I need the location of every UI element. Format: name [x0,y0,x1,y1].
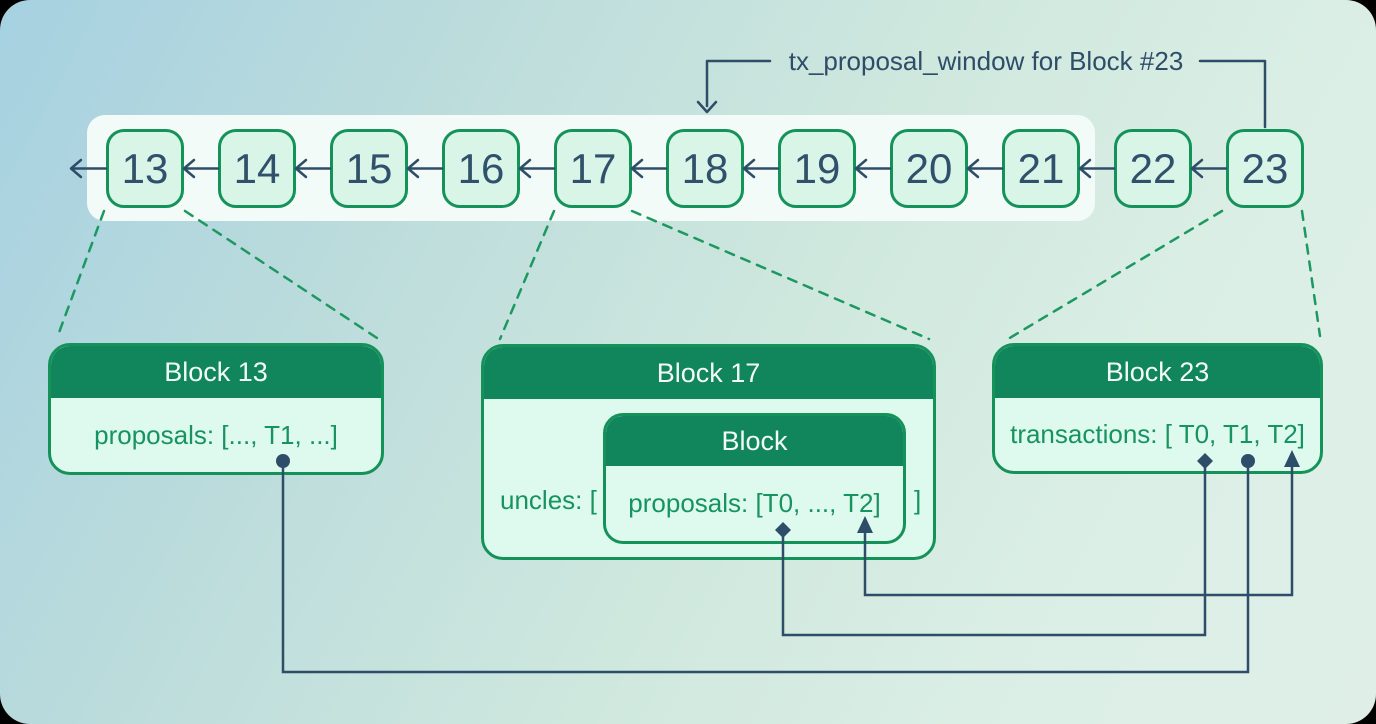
chain-block-14: 14 [218,129,296,208]
detail-box-block-17: Block 17 uncles: [ ] Block proposals: [T… [481,344,936,560]
uncle-block-title: Block [606,416,903,466]
guide-block17-left [498,209,556,341]
chain-block-number: 20 [905,144,953,192]
chain-block-number: 14 [233,144,281,192]
chain-block-17: 17 [554,129,632,208]
chain-block-19: 19 [778,129,856,208]
chain-block-number: 22 [1129,144,1177,192]
detail-box-block-13: Block 13 proposals: [..., T1, ...] [48,343,384,475]
detail-box-title: Block 23 [995,346,1320,398]
chain-block-20: 20 [890,129,968,208]
guide-block23-left [1006,209,1224,341]
left-arrow-icon [1190,158,1228,179]
uncle-block-proposals-field: proposals: [T0, ..., T2] [628,488,881,518]
guide-block17-right [630,209,931,341]
chain-block-number: 21 [1017,144,1065,192]
chain-block-15: 15 [330,129,408,208]
chain-block-number: 18 [681,144,729,192]
chain-block-number: 23 [1241,144,1289,192]
block17-uncles-field-prefix: uncles: [ [500,485,597,515]
chain-block-number: 16 [457,144,505,192]
guide-block23-right [1300,209,1322,338]
chain-block-21: 21 [1002,129,1080,208]
chain-block-number: 17 [569,144,617,192]
dashed-zoom-guides [55,209,1322,341]
block17-uncles-field-suffix: ] [914,485,922,515]
guide-block13-left [55,209,106,340]
detail-box-title: Block 17 [484,347,933,399]
chain-block-16: 16 [442,129,520,208]
proposal-window-label: tx_proposal_window for Block #23 [788,46,1184,76]
chain-block-number: 15 [345,144,393,192]
detail-box-block-23: Block 23 transactions: [ T0, T1, T2] [992,343,1323,474]
chain-block-number: 19 [793,144,841,192]
chain-block-number: 13 [121,144,169,192]
guide-block13-right [183,209,379,340]
uncle-block-box: Block proposals: [T0, ..., T2] [603,413,906,544]
chain-block-18: 18 [666,129,744,208]
block13-proposals-field: proposals: [..., T1, ...] [94,419,338,450]
chain-block-23: 23 [1226,129,1304,208]
chain-block-13: 13 [106,129,184,208]
chain-block-22: 22 [1114,129,1192,208]
block23-transactions-field: transactions: [ T0, T1, T2] [1010,419,1305,449]
detail-box-title: Block 13 [51,346,381,398]
